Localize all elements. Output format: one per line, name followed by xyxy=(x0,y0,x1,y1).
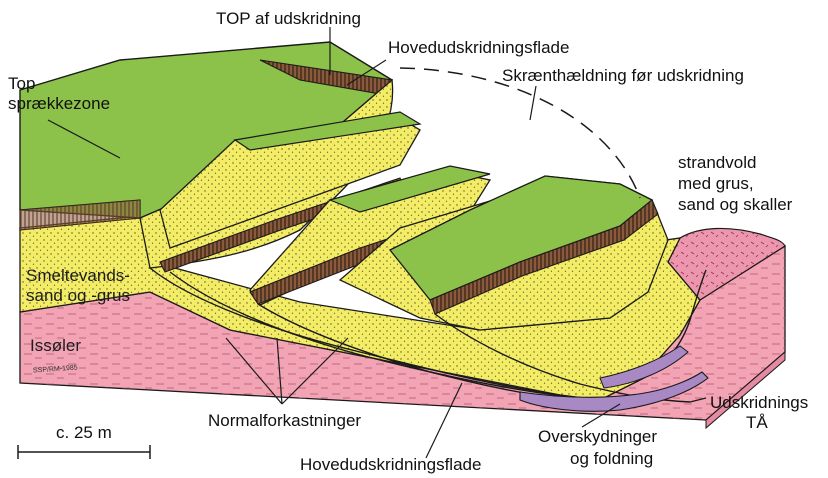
label-issoler: Issøler xyxy=(30,336,81,355)
label-top-udskridning: TOP af udskridning xyxy=(216,9,361,28)
scale-bar xyxy=(18,445,150,459)
label-hovedudskridningsflade-bottom: Hovedudskridningsflade xyxy=(300,455,481,474)
label-strandvold-2: med grus, xyxy=(678,174,754,193)
label-overskydninger-1: Overskydninger xyxy=(538,427,657,446)
label-skraenthaeldning: Skrænthældning før udskridning xyxy=(502,66,744,85)
label-strandvold-1: strandvold xyxy=(678,153,756,172)
label-normalforkastninger: Normalforkastninger xyxy=(208,411,361,430)
label-smeltevand-2: sand og -grus xyxy=(26,286,130,305)
label-top-sprakkezone-2: sprækkezone xyxy=(8,94,110,113)
scale-label: c. 25 m xyxy=(56,423,112,442)
label-overskydninger-2: og foldning xyxy=(570,449,653,468)
label-udskridnings-1: Udskridnings xyxy=(710,393,808,412)
label-top-sprakkezone-1: Top xyxy=(8,74,35,93)
label-udskridnings-2: TÅ xyxy=(746,413,768,432)
label-strandvold-3: sand og skaller xyxy=(678,195,792,214)
label-smeltevand-1: Smeltevands- xyxy=(26,266,130,285)
label-hovedudskridningsflade-top: Hovedudskridningsflade xyxy=(388,38,569,57)
